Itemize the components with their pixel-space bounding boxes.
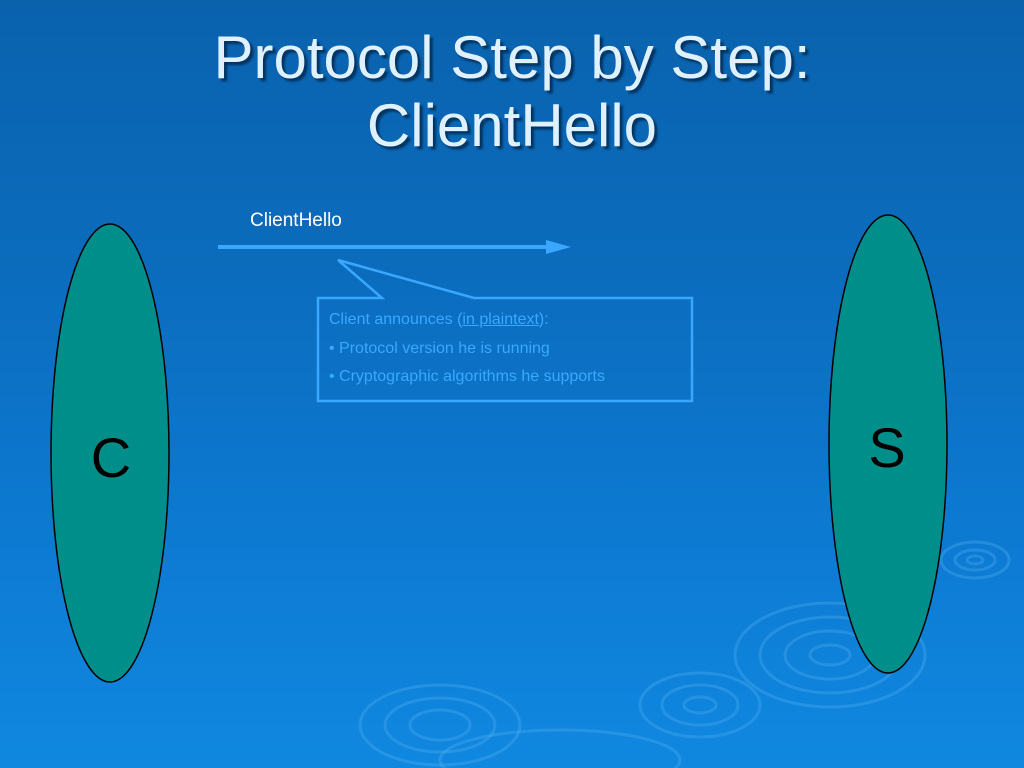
plaintext-link[interactable]: in plaintext xyxy=(462,311,539,328)
title-line-1: Protocol Step by Step: xyxy=(213,24,811,91)
callout-text: Client announces (in plaintext): • Proto… xyxy=(329,306,689,392)
server-label: S xyxy=(868,416,906,479)
callout-intro: Client announces (in plaintext): xyxy=(329,306,689,335)
title-line-2: ClientHello xyxy=(366,92,658,159)
callout-intro-suffix: ): xyxy=(538,311,549,328)
callout-bullet-protocol-version: • Protocol version he is running xyxy=(329,339,550,357)
client-label: C xyxy=(90,426,132,489)
page-title: Protocol Step by Step: ClientHello xyxy=(0,24,1024,160)
callout-box xyxy=(316,258,694,403)
callout-bullet-algorithms: • Cryptographic algorithms he supports xyxy=(329,368,605,385)
client-node xyxy=(50,223,170,683)
server-node xyxy=(828,214,948,674)
arrow-head-icon xyxy=(546,240,571,254)
message-label: ClientHello xyxy=(250,210,342,231)
callout-intro-prefix: Client announces ( xyxy=(329,311,463,328)
